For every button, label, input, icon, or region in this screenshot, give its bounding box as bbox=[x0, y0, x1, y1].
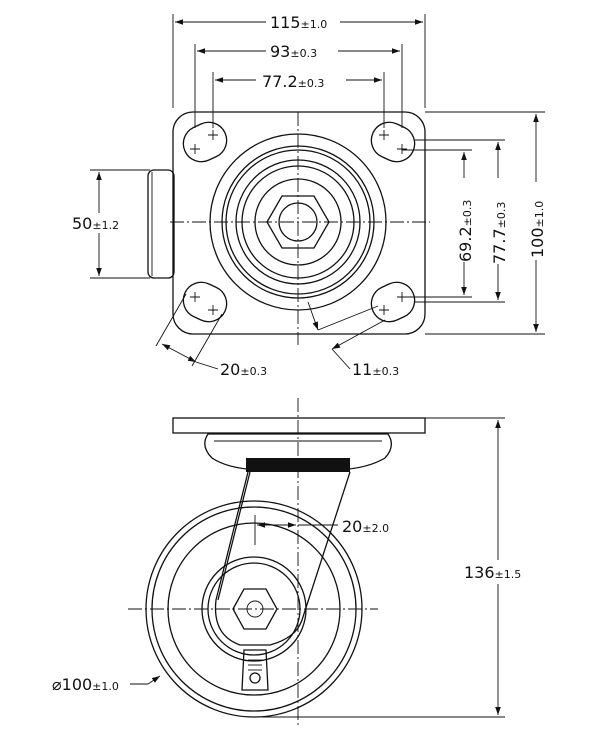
slot-bottom-left bbox=[182, 281, 228, 323]
side-plate bbox=[172, 417, 426, 434]
leader bbox=[331, 348, 351, 370]
dim-hole-span-vert-out: 77.7±0.3 bbox=[490, 202, 509, 264]
dim-total-height: 136±1.5 bbox=[464, 563, 521, 582]
ext-line bbox=[155, 293, 187, 347]
dim-wheel-diameter: ⌀100±1.0 bbox=[52, 675, 119, 694]
stem-body bbox=[147, 169, 175, 279]
dim-slot-length: 20±0.3 bbox=[220, 360, 267, 379]
dim-hole-span-inner: 77.2±0.3 bbox=[262, 72, 324, 91]
top-view: 115±1.0 93±0.3 77.2±0.3 50±1.2 69.2±0.3 … bbox=[68, 10, 548, 379]
fork-band bbox=[246, 458, 350, 472]
dim-slot-width: 11±0.3 bbox=[352, 360, 399, 379]
bolt-slots bbox=[182, 121, 416, 323]
hole-marks bbox=[190, 130, 407, 315]
kingpin bbox=[278, 202, 318, 242]
slot-bottom-right bbox=[370, 281, 416, 323]
ext-line bbox=[191, 313, 223, 367]
dim-hole-span-vert-in: 69.2±0.3 bbox=[456, 200, 475, 262]
fork-edge bbox=[217, 471, 251, 601]
swivel-race bbox=[209, 133, 387, 311]
dim-stem-height: 50±1.2 bbox=[72, 214, 119, 233]
leader bbox=[195, 361, 219, 370]
slot-top-right bbox=[370, 121, 416, 163]
fork-leg bbox=[214, 471, 351, 646]
dim-arrow-slot-width-a bbox=[307, 301, 319, 331]
top-plate bbox=[172, 111, 426, 335]
dim-arrow-wheel-diameter bbox=[147, 675, 161, 685]
dim-hole-span-outer: 93±0.3 bbox=[270, 42, 317, 61]
dim-offset: 20±2.0 bbox=[342, 517, 389, 536]
slot-top-left bbox=[182, 121, 228, 163]
hex-nut bbox=[266, 195, 330, 249]
axle-nut bbox=[232, 588, 278, 630]
dim-line-slot-length bbox=[161, 343, 197, 363]
ext-line bbox=[317, 305, 379, 331]
dim-plate-width: 115±1.0 bbox=[270, 13, 327, 32]
side-view: 20±2.0 136±1.5 ⌀100±1.0 bbox=[52, 398, 538, 725]
brake-clip bbox=[241, 649, 269, 691]
axle-bolt bbox=[246, 600, 264, 618]
wheel bbox=[145, 500, 363, 718]
dim-plate-height: 100±1.0 bbox=[528, 201, 547, 258]
dim-arrow-slot-width-b bbox=[331, 319, 386, 350]
